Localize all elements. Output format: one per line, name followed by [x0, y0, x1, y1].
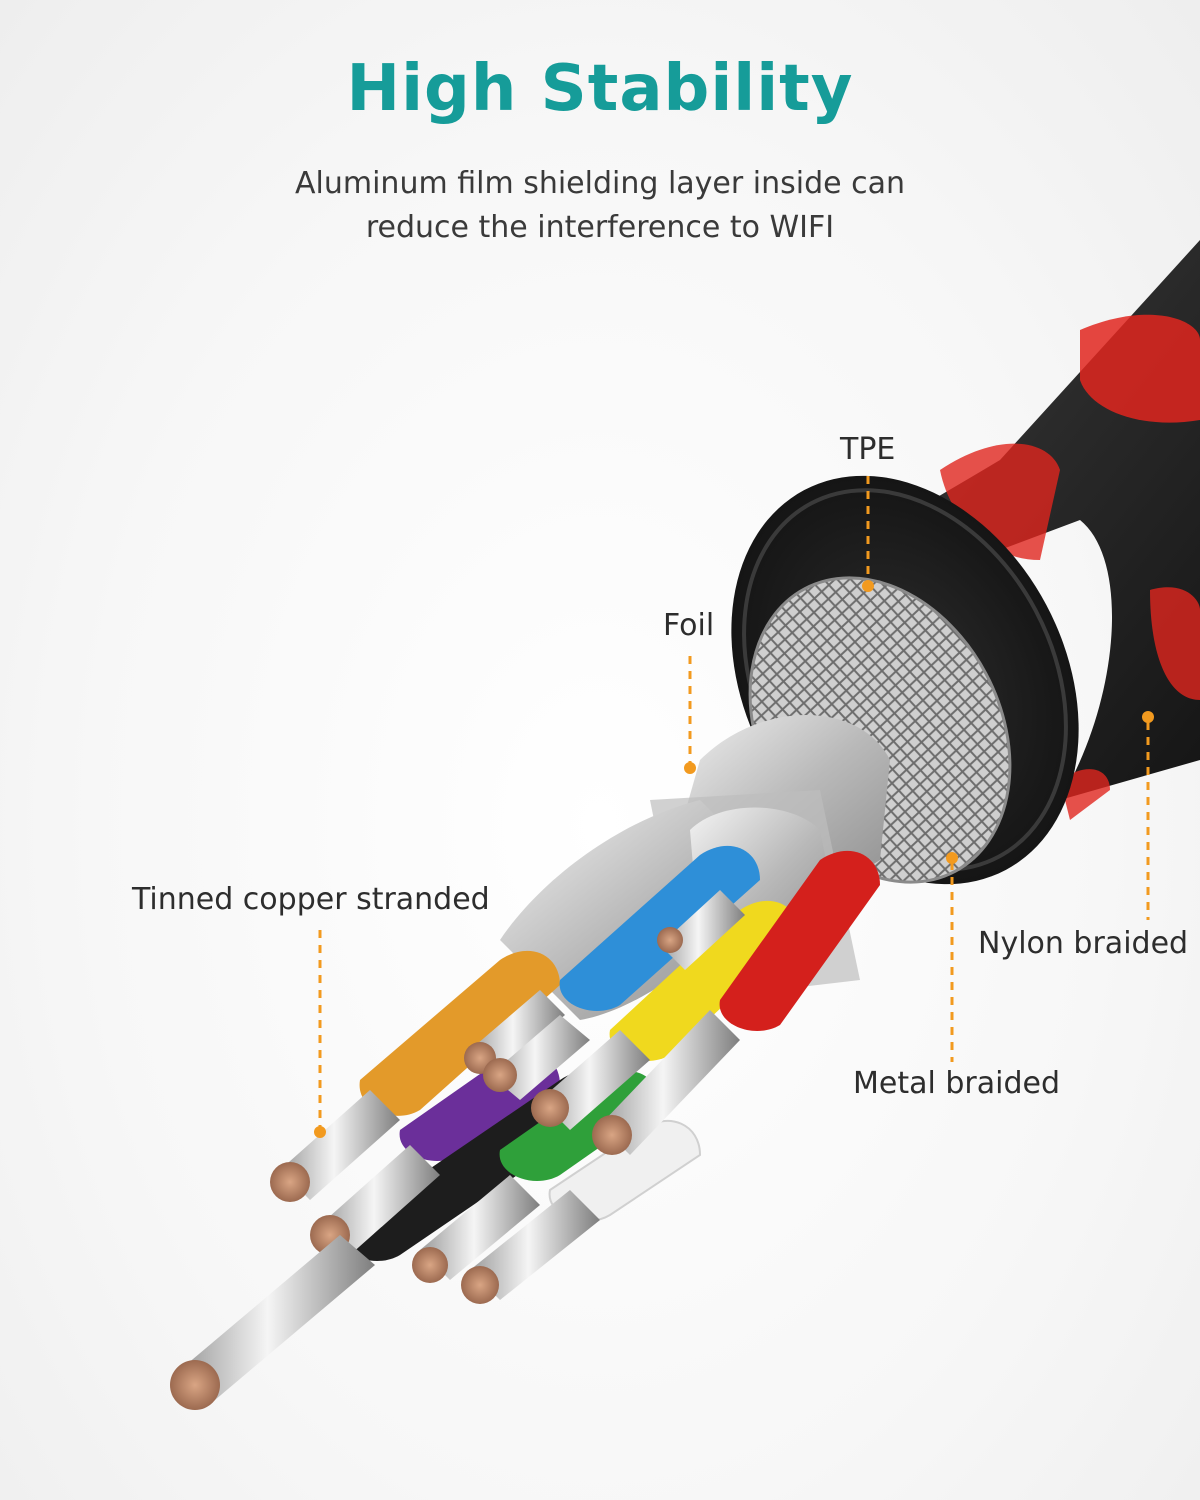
leader-dot-foil — [684, 762, 696, 774]
subtitle-line-2: reduce the interference to WIFI — [365, 210, 835, 245]
leader-dot-metal-braided — [946, 852, 958, 864]
headline: High Stability — [346, 52, 854, 126]
label-nylon-braided: Nylon braided — [978, 926, 1189, 961]
tinned-copper-conductors — [170, 890, 745, 1410]
subtitle-line-1: Aluminum film shielding layer inside can — [295, 166, 905, 201]
leader-dot-nylon-braided — [1142, 711, 1154, 723]
leader-lines — [318, 476, 1150, 1128]
leader-dot-tinned-copper — [314, 1126, 326, 1138]
label-tpe: TPE — [840, 432, 896, 467]
label-metal-braided: Metal braided — [853, 1066, 1060, 1101]
leader-dots — [314, 580, 1154, 1138]
leader-dot-tpe — [862, 580, 874, 592]
subtitle: Aluminum film shielding layer inside can… — [0, 162, 1200, 250]
label-foil: Foil — [663, 608, 715, 643]
label-tinned-copper-stranded: Tinned copper stranded — [132, 882, 490, 917]
